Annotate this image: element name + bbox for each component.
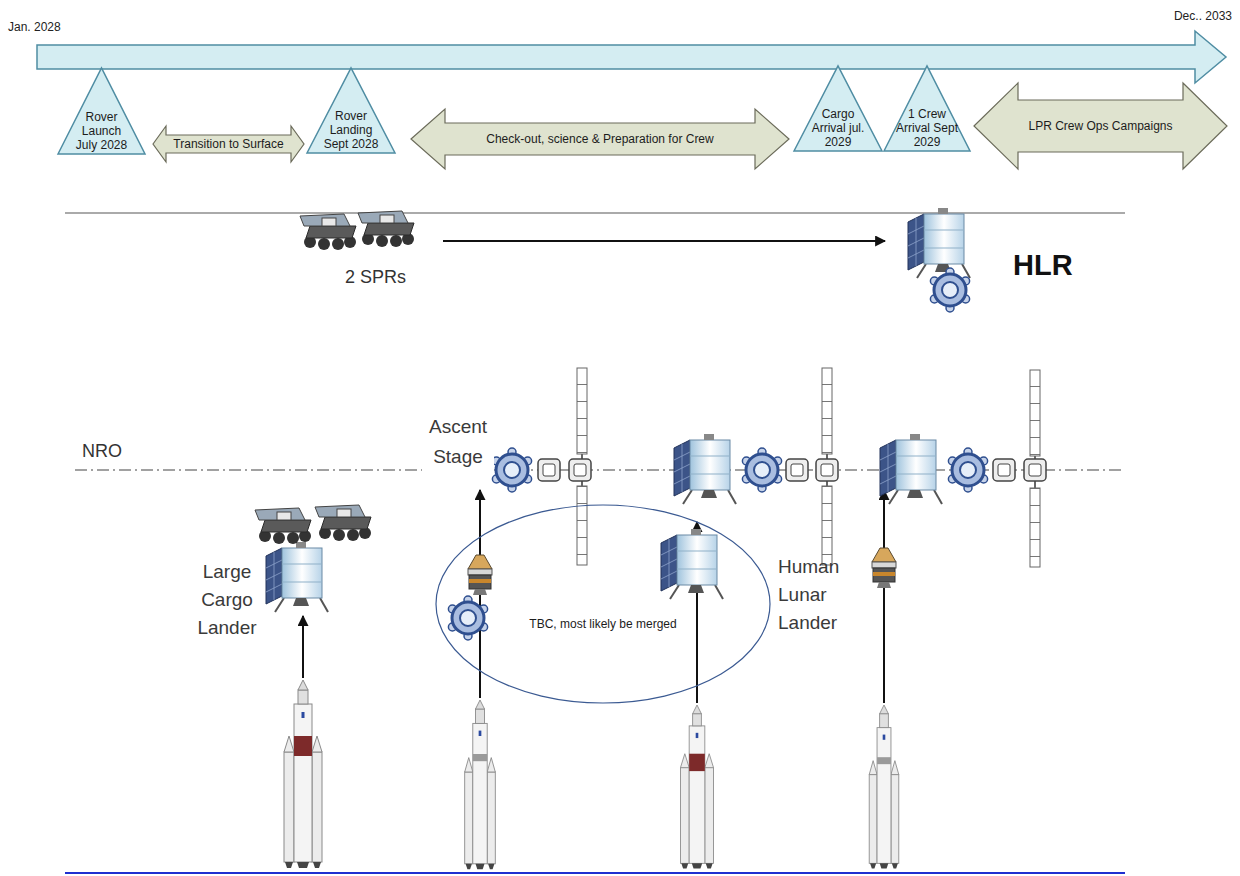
milestone-triangle: 1 Crew Arrival Sept 2029 bbox=[883, 65, 971, 152]
phase-double-arrow: Transition to Surface bbox=[152, 125, 305, 163]
element-label: Large Cargo Lander bbox=[190, 558, 264, 642]
station-2 bbox=[674, 368, 838, 565]
merge-ellipse-outline bbox=[435, 504, 771, 704]
phase-text: LPR Crew Ops Campaigns bbox=[1028, 119, 1172, 133]
date-label: Jan. 2028 bbox=[8, 20, 61, 34]
milestone-triangle: Rover Landing Sept 2028 bbox=[306, 67, 396, 154]
milestone-text: Cargo Arrival jul. 2029 bbox=[806, 107, 870, 149]
element-label: 2 SPRs bbox=[345, 267, 406, 288]
phase-text: Transition to Surface bbox=[173, 137, 283, 151]
crew-capsule bbox=[872, 548, 896, 588]
separator-line bbox=[65, 213, 1125, 214]
station-3 bbox=[880, 370, 1046, 567]
element-label: HLR bbox=[1013, 249, 1073, 282]
timeline-arrow bbox=[37, 31, 1226, 83]
phase-double-arrow: LPR Crew Ops Campaigns bbox=[973, 82, 1228, 170]
flow-arrow bbox=[443, 241, 885, 242]
label-holder: Large Cargo Lander bbox=[190, 558, 264, 642]
ground-line bbox=[65, 873, 1125, 874]
milestone-text: 1 Crew Arrival Sept 2029 bbox=[895, 107, 959, 149]
element-label: Ascent Stage bbox=[422, 412, 494, 472]
label-holder: Ascent Stage bbox=[422, 412, 494, 472]
element-label: Human Lunar Lander bbox=[778, 553, 852, 637]
orbit-label: NRO bbox=[82, 441, 122, 462]
milestone-triangle: Cargo Arrival jul. 2029 bbox=[793, 65, 883, 152]
rockets bbox=[284, 680, 899, 869]
phase-double-arrow: Check-out, science & Preparation for Cre… bbox=[410, 108, 790, 170]
label-holder: 2 SPRs bbox=[345, 267, 406, 288]
label-holder: Human Lunar Lander bbox=[778, 553, 852, 637]
label-holder: Jan. 2028 bbox=[8, 20, 61, 34]
date-label: Dec.. 2033 bbox=[1174, 9, 1232, 23]
hlr-figure bbox=[908, 208, 970, 312]
phase-text: Check-out, science & Preparation for Cre… bbox=[486, 132, 713, 146]
milestone-text: Rover Landing Sept 2028 bbox=[319, 109, 383, 151]
note-text: TBC, most likely be merged bbox=[529, 617, 676, 631]
spr-rovers bbox=[300, 211, 414, 250]
label-holder: NRO bbox=[82, 441, 122, 462]
label-holder: HLR bbox=[1013, 249, 1073, 282]
milestone-triangle: Rover Launch July 2028 bbox=[57, 67, 146, 155]
milestone-text: Rover Launch July 2028 bbox=[70, 110, 134, 152]
label-holder: Dec.. 2033 bbox=[1174, 9, 1232, 23]
launch-arrows bbox=[303, 490, 884, 703]
station-1 bbox=[492, 368, 591, 565]
cargo-lander-figure bbox=[255, 505, 371, 612]
merge-ellipse: TBC, most likely be merged bbox=[435, 504, 771, 704]
